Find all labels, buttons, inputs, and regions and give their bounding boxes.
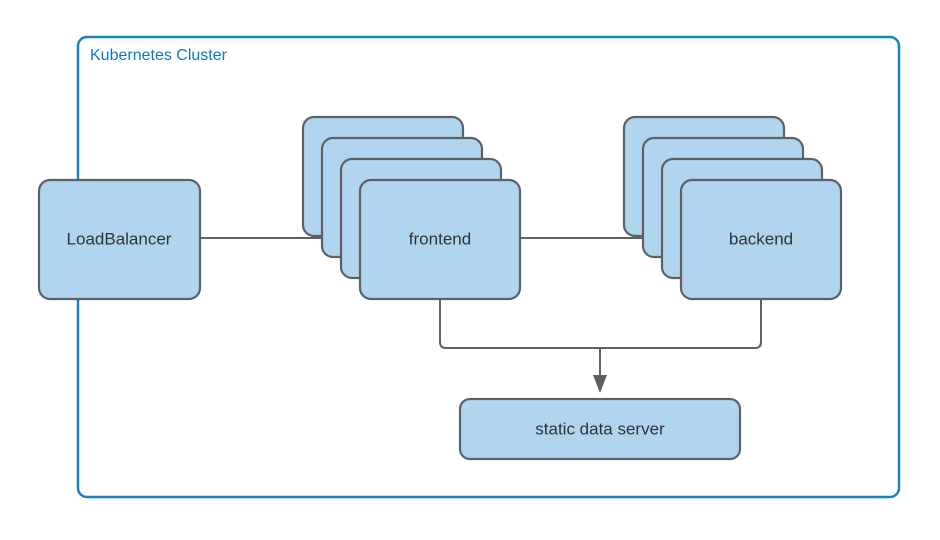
- edge-merge-to-static-data-server[interactable]: [593, 348, 607, 393]
- node-shape: [679, 178, 843, 301]
- edge-frontend-to-static-data-server[interactable]: [439, 299, 600, 349]
- cluster-label: Kubernetes Cluster: [90, 47, 228, 64]
- node-shape: [358, 178, 522, 301]
- arrowhead-icon: [593, 375, 607, 393]
- node-static-data-server[interactable]: static data server: [458, 397, 742, 461]
- node-shape: [458, 397, 742, 461]
- edge-backend-to-static-data-server[interactable]: [600, 299, 762, 349]
- node-label: static data server: [535, 419, 665, 438]
- node-loadbalancer[interactable]: LoadBalancer: [37, 178, 202, 301]
- edge-line: [600, 299, 762, 349]
- node-frontend[interactable]: frontend: [301, 115, 522, 301]
- node-label: backend: [729, 229, 793, 248]
- node-label: frontend: [409, 229, 471, 248]
- node-backend[interactable]: backend: [622, 115, 843, 301]
- node-label: LoadBalancer: [67, 229, 172, 248]
- edge-line: [439, 299, 600, 349]
- node-shape: [37, 178, 202, 301]
